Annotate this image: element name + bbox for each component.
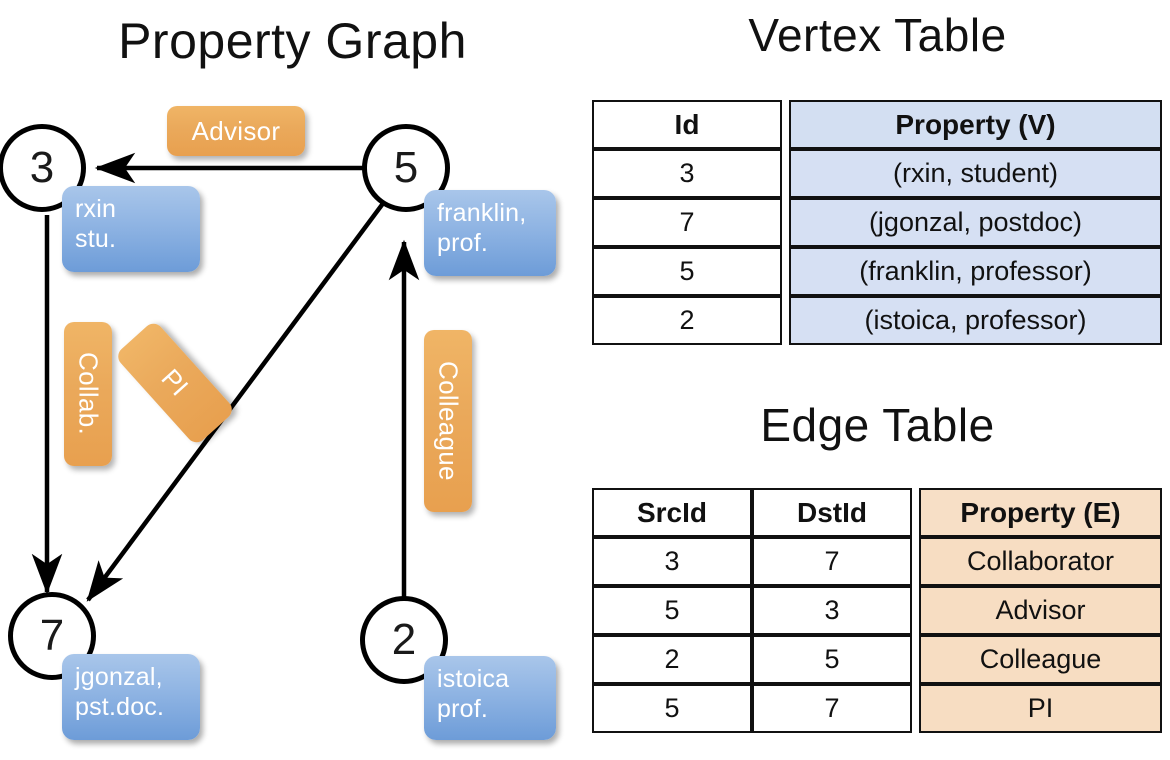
table-header-row: SrcId DstId — [592, 488, 912, 537]
table-row[interactable]: Collaborator — [919, 537, 1162, 586]
vertex-table-id-column: Id 3 7 5 2 — [592, 100, 782, 345]
graph-edges-svg — [31, 152, 420, 602]
edge-cell-dst: 7 — [752, 684, 912, 733]
vertex-table-property-column: Property (V) (rxin, student) (jgonzal, p… — [789, 100, 1162, 345]
node-property-7-line2: pst.doc. — [75, 692, 165, 721]
graph-node-5[interactable]: 5 — [362, 124, 450, 212]
edge-cell-src: 3 — [592, 537, 752, 586]
table-row[interactable]: (rxin, student) — [789, 149, 1162, 198]
table-row[interactable]: PI — [919, 684, 1162, 733]
table-header-row: Property (V) — [789, 100, 1162, 149]
table-row[interactable]: (istoica, professor) — [789, 296, 1162, 345]
graph-node-7-label: 7 — [39, 611, 65, 660]
edge-cell-property: Colleague — [919, 635, 1162, 684]
vertex-cell-id: 2 — [592, 296, 782, 345]
graph-node-2-label: 2 — [391, 615, 417, 664]
edge-cell-property: PI — [919, 684, 1162, 733]
edge-label-colleague-text: Colleague — [433, 361, 464, 481]
table-row[interactable]: Advisor — [919, 586, 1162, 635]
edge-label-collab-text: Collab. — [73, 352, 104, 436]
edge-label-collab[interactable]: Collab. — [64, 322, 112, 466]
vertex-cell-id: 5 — [592, 247, 782, 296]
node-property-5-line2: prof. — [437, 228, 489, 257]
table-row[interactable]: 3 7 — [592, 537, 912, 586]
edge-5-to-7 — [86, 196, 389, 602]
edge-cell-property: Advisor — [919, 586, 1162, 635]
edge-header-property: Property (E) — [919, 488, 1162, 537]
page-title-vertex-table: Vertex Table — [748, 9, 1007, 61]
node-property-3-line1: rxin — [75, 195, 117, 223]
graph-node-5-label: 5 — [393, 143, 419, 192]
table-row[interactable]: 2 5 — [592, 635, 912, 684]
edge-header-srcid: SrcId — [592, 488, 752, 537]
node-property-7-line1: jgonzal, — [75, 663, 163, 691]
edge-table-src-dst-columns: SrcId DstId 3 7 5 3 2 5 5 7 — [592, 488, 912, 733]
edge-cell-dst: 7 — [752, 537, 912, 586]
node-property-box-2[interactable]: istoica prof. — [424, 656, 556, 740]
vertex-cell-property: (jgonzal, postdoc) — [789, 198, 1162, 247]
edge-cell-src: 5 — [592, 586, 752, 635]
page-title-edge-table: Edge Table — [760, 399, 995, 451]
edge-cell-dst: 5 — [752, 635, 912, 684]
edge-table-property-column: Property (E) Collaborator Advisor Collea… — [919, 488, 1162, 733]
table-row[interactable]: 5 3 — [592, 586, 912, 635]
page-title-property-graph: Property Graph — [118, 13, 467, 69]
table-row[interactable]: 5 7 — [592, 684, 912, 733]
table-row[interactable]: (franklin, professor) — [789, 247, 1162, 296]
edge-header-dstid: DstId — [752, 488, 912, 537]
table-row[interactable]: Colleague — [919, 635, 1162, 684]
vertex-cell-property: (franklin, professor) — [789, 247, 1162, 296]
edge-label-advisor[interactable]: Advisor — [167, 106, 305, 156]
node-property-box-7[interactable]: jgonzal, pst.doc. — [62, 654, 200, 740]
graph-node-2[interactable]: 2 — [360, 596, 448, 684]
vertex-header-id: Id — [592, 100, 782, 149]
table-header-row: Id — [592, 100, 782, 149]
table-row[interactable]: (jgonzal, postdoc) — [789, 198, 1162, 247]
graph-node-3-label: 3 — [29, 143, 55, 192]
table-header-row: Property (E) — [919, 488, 1162, 537]
table-row[interactable]: 5 — [592, 247, 782, 296]
node-property-2-line2: prof. — [437, 694, 489, 723]
edge-cell-src: 2 — [592, 635, 752, 684]
table-row[interactable]: 7 — [592, 198, 782, 247]
node-property-box-5[interactable]: franklin, prof. — [424, 190, 556, 276]
node-property-2-line1: istoica — [437, 665, 510, 693]
node-property-5-line1: franklin, — [437, 199, 527, 227]
vertex-cell-property: (rxin, student) — [789, 149, 1162, 198]
property-graph-diagram: 3 5 7 2 rxin stu. franklin, prof. jgonza… — [0, 106, 556, 740]
edge-cell-src: 5 — [592, 684, 752, 733]
edge-cell-property: Collaborator — [919, 537, 1162, 586]
edge-label-pi-text: PI — [155, 363, 195, 403]
vertex-header-property: Property (V) — [789, 100, 1162, 149]
table-row[interactable]: 2 — [592, 296, 782, 345]
vertex-cell-id: 7 — [592, 198, 782, 247]
edge-label-colleague[interactable]: Colleague — [424, 330, 472, 512]
node-property-box-3[interactable]: rxin stu. — [62, 186, 200, 272]
edge-cell-dst: 3 — [752, 586, 912, 635]
edge-label-advisor-text: Advisor — [191, 115, 281, 146]
node-property-3-line2: stu. — [75, 224, 117, 253]
table-row[interactable]: 3 — [592, 149, 782, 198]
vertex-cell-property: (istoica, professor) — [789, 296, 1162, 345]
vertex-cell-id: 3 — [592, 149, 782, 198]
